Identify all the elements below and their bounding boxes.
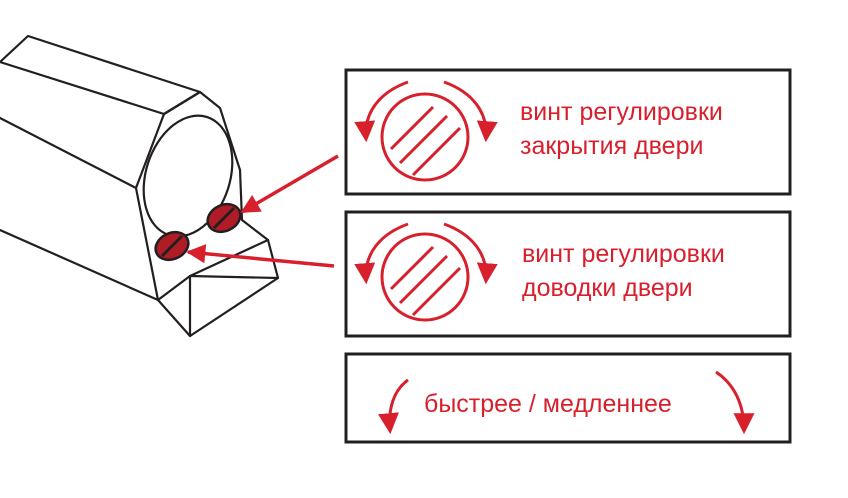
panel-adjust-line2: доводки двери (522, 274, 693, 302)
panel-closing-screw: винт регулировки закрытия двери (344, 68, 792, 196)
door-closer-body (0, 34, 280, 338)
panel-closing-line1: винт регулировки (520, 98, 723, 126)
body-bottom-edge (0, 228, 160, 302)
panel-closing-line2: закрытия двери (520, 132, 703, 160)
body-middle-edge (0, 116, 138, 190)
pointer-arrow-icon (240, 154, 339, 214)
body-top-face (0, 34, 202, 116)
adjust-screw (154, 230, 190, 262)
screw-icon (380, 232, 470, 322)
panel-speed-text: быстрее / медленнее (424, 390, 672, 418)
panel-speed: быстрее / медленнее (344, 352, 792, 444)
rotate-arrows-icon (354, 80, 498, 143)
body-shelf-inner (188, 274, 280, 280)
panel-adjust-line1: винт регулировки (522, 240, 725, 268)
screw-icon (380, 92, 470, 182)
panel-adjust-screw: винт регулировки доводки двери (344, 210, 792, 338)
pointer-arrow-icon (186, 244, 335, 268)
rotate-arrows-icon (378, 370, 755, 435)
rotate-arrows-icon (354, 222, 498, 285)
closing-screw (206, 202, 242, 234)
